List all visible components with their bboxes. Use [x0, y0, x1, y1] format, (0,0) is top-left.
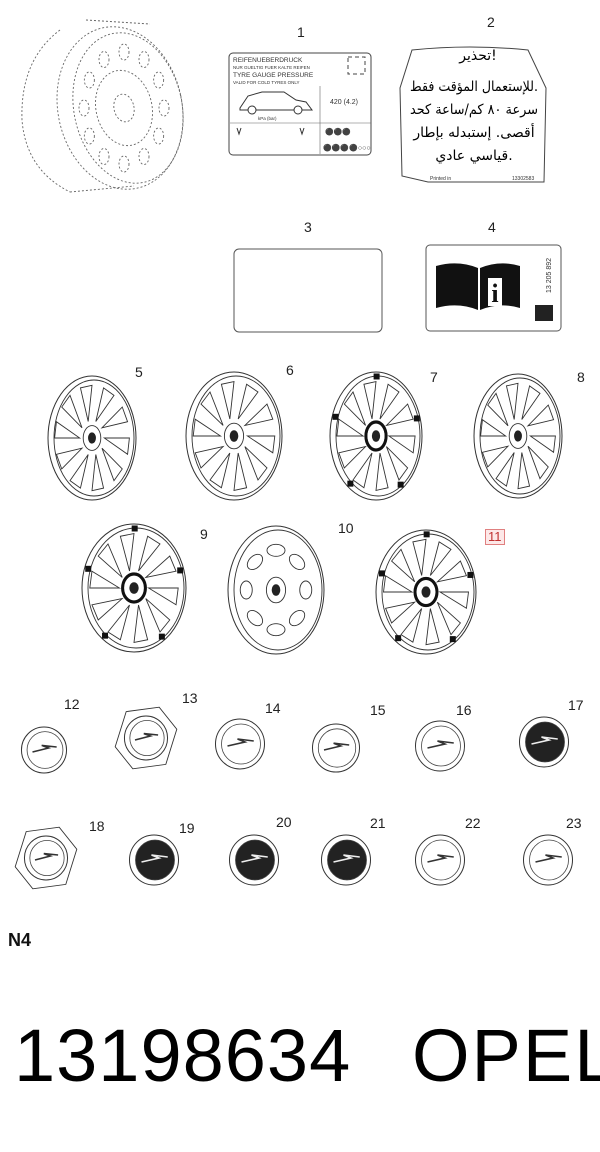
callout-18: 18	[89, 818, 105, 834]
callout-21: 21	[370, 815, 386, 831]
section-label: N4	[8, 930, 32, 950]
callout-19: 19	[179, 820, 195, 836]
info-icon: i	[491, 279, 498, 308]
callout-3: 3	[304, 219, 312, 235]
callout-20: 20	[276, 814, 292, 830]
callout-8: 8	[577, 369, 585, 385]
callout-5: 5	[135, 364, 143, 380]
blank-label	[233, 248, 383, 333]
wheel-cover	[81, 523, 187, 653]
callout-10: 10	[338, 520, 354, 536]
center-cap	[20, 726, 68, 774]
svg-text:سرعة ٨٠ كم/ساعة كحد: سرعة ٨٠ كم/ساعة كحد	[410, 102, 538, 118]
svg-text:أقصى. إستبدله بإطار: أقصى. إستبدله بإطار	[412, 123, 534, 141]
manual-symbol-label: i 13 205 892	[425, 244, 562, 332]
center-cap	[519, 716, 569, 768]
center-cap	[229, 834, 279, 886]
callout-12: 12	[64, 696, 80, 712]
center-cap	[321, 834, 371, 886]
callout-7: 7	[430, 369, 438, 385]
callout-6: 6	[286, 362, 294, 378]
spare-steel-wheel	[21, 19, 184, 193]
callout-17: 17	[568, 697, 584, 713]
wheel-cover	[329, 371, 423, 501]
center-cap	[129, 834, 179, 886]
center-cap	[215, 718, 265, 770]
center-cap	[415, 834, 465, 886]
callout-14: 14	[265, 700, 281, 716]
svg-text:VALID FOR COLD TYRES ONLY: VALID FOR COLD TYRES ONLY	[233, 80, 300, 85]
callout-9: 9	[200, 526, 208, 542]
hubcap-group	[47, 371, 563, 655]
arabic-warning-label: تحذير! للإستعمال المؤقت فقط. سرعة ٨٠ كم/…	[399, 46, 547, 183]
wheel-cover	[473, 373, 563, 499]
svg-text:13302583: 13302583	[512, 176, 534, 182]
callout-4: 4	[488, 219, 496, 235]
wheel-cover	[375, 529, 477, 655]
svg-text:⚫⚫⚫: ⚫⚫⚫	[325, 127, 351, 136]
callout-13: 13	[182, 690, 198, 706]
wheel-cover	[185, 371, 283, 501]
callout-15: 15	[370, 702, 386, 718]
brand-name: OPEL	[412, 1014, 600, 1097]
svg-text:REIFENUEBERDRUCK: REIFENUEBERDRUCK	[233, 57, 303, 64]
svg-text:للإستعمال المؤقت فقط.: للإستعمال المؤقت فقط.	[410, 79, 538, 95]
svg-text:قياسي عادي.: قياسي عادي.	[435, 148, 512, 164]
tyre-pressure-label: REIFENUEBERDRUCK NUR GUELTIG FUER KALTE …	[228, 52, 372, 156]
svg-text:تحذير!: تحذير!	[458, 48, 497, 64]
svg-text:TYRE GAUGE PRESSURE: TYRE GAUGE PRESSURE	[233, 72, 314, 79]
svg-text:Printed in: Printed in	[430, 176, 451, 182]
svg-text:kPa (bar): kPa (bar)	[258, 116, 277, 121]
svg-text:NUR GUELTIG FUER KALTE REIFEN: NUR GUELTIG FUER KALTE REIFEN	[233, 65, 310, 70]
callout-2: 2	[487, 14, 495, 30]
callout-11: 11	[485, 529, 505, 545]
wheel-cover	[47, 375, 137, 501]
svg-text:420 (4.2): 420 (4.2)	[330, 99, 358, 106]
center-cap	[523, 834, 573, 886]
center-cap	[415, 720, 465, 772]
svg-text:13 205 892: 13 205 892	[546, 258, 553, 293]
callout-22: 22	[465, 815, 481, 831]
center-cap	[14, 826, 78, 890]
svg-text:⚫⚫⚫⚫○○○: ⚫⚫⚫⚫○○○	[323, 143, 371, 152]
callout-16: 16	[456, 702, 472, 718]
book-icon	[436, 263, 478, 310]
part-number: 13198634	[14, 1014, 352, 1097]
center-cap	[114, 706, 178, 770]
wheel-cover	[227, 525, 325, 655]
centercap-group	[14, 706, 573, 890]
callout-23: 23	[566, 815, 582, 831]
callout-1: 1	[297, 24, 305, 40]
center-cap	[311, 723, 361, 773]
